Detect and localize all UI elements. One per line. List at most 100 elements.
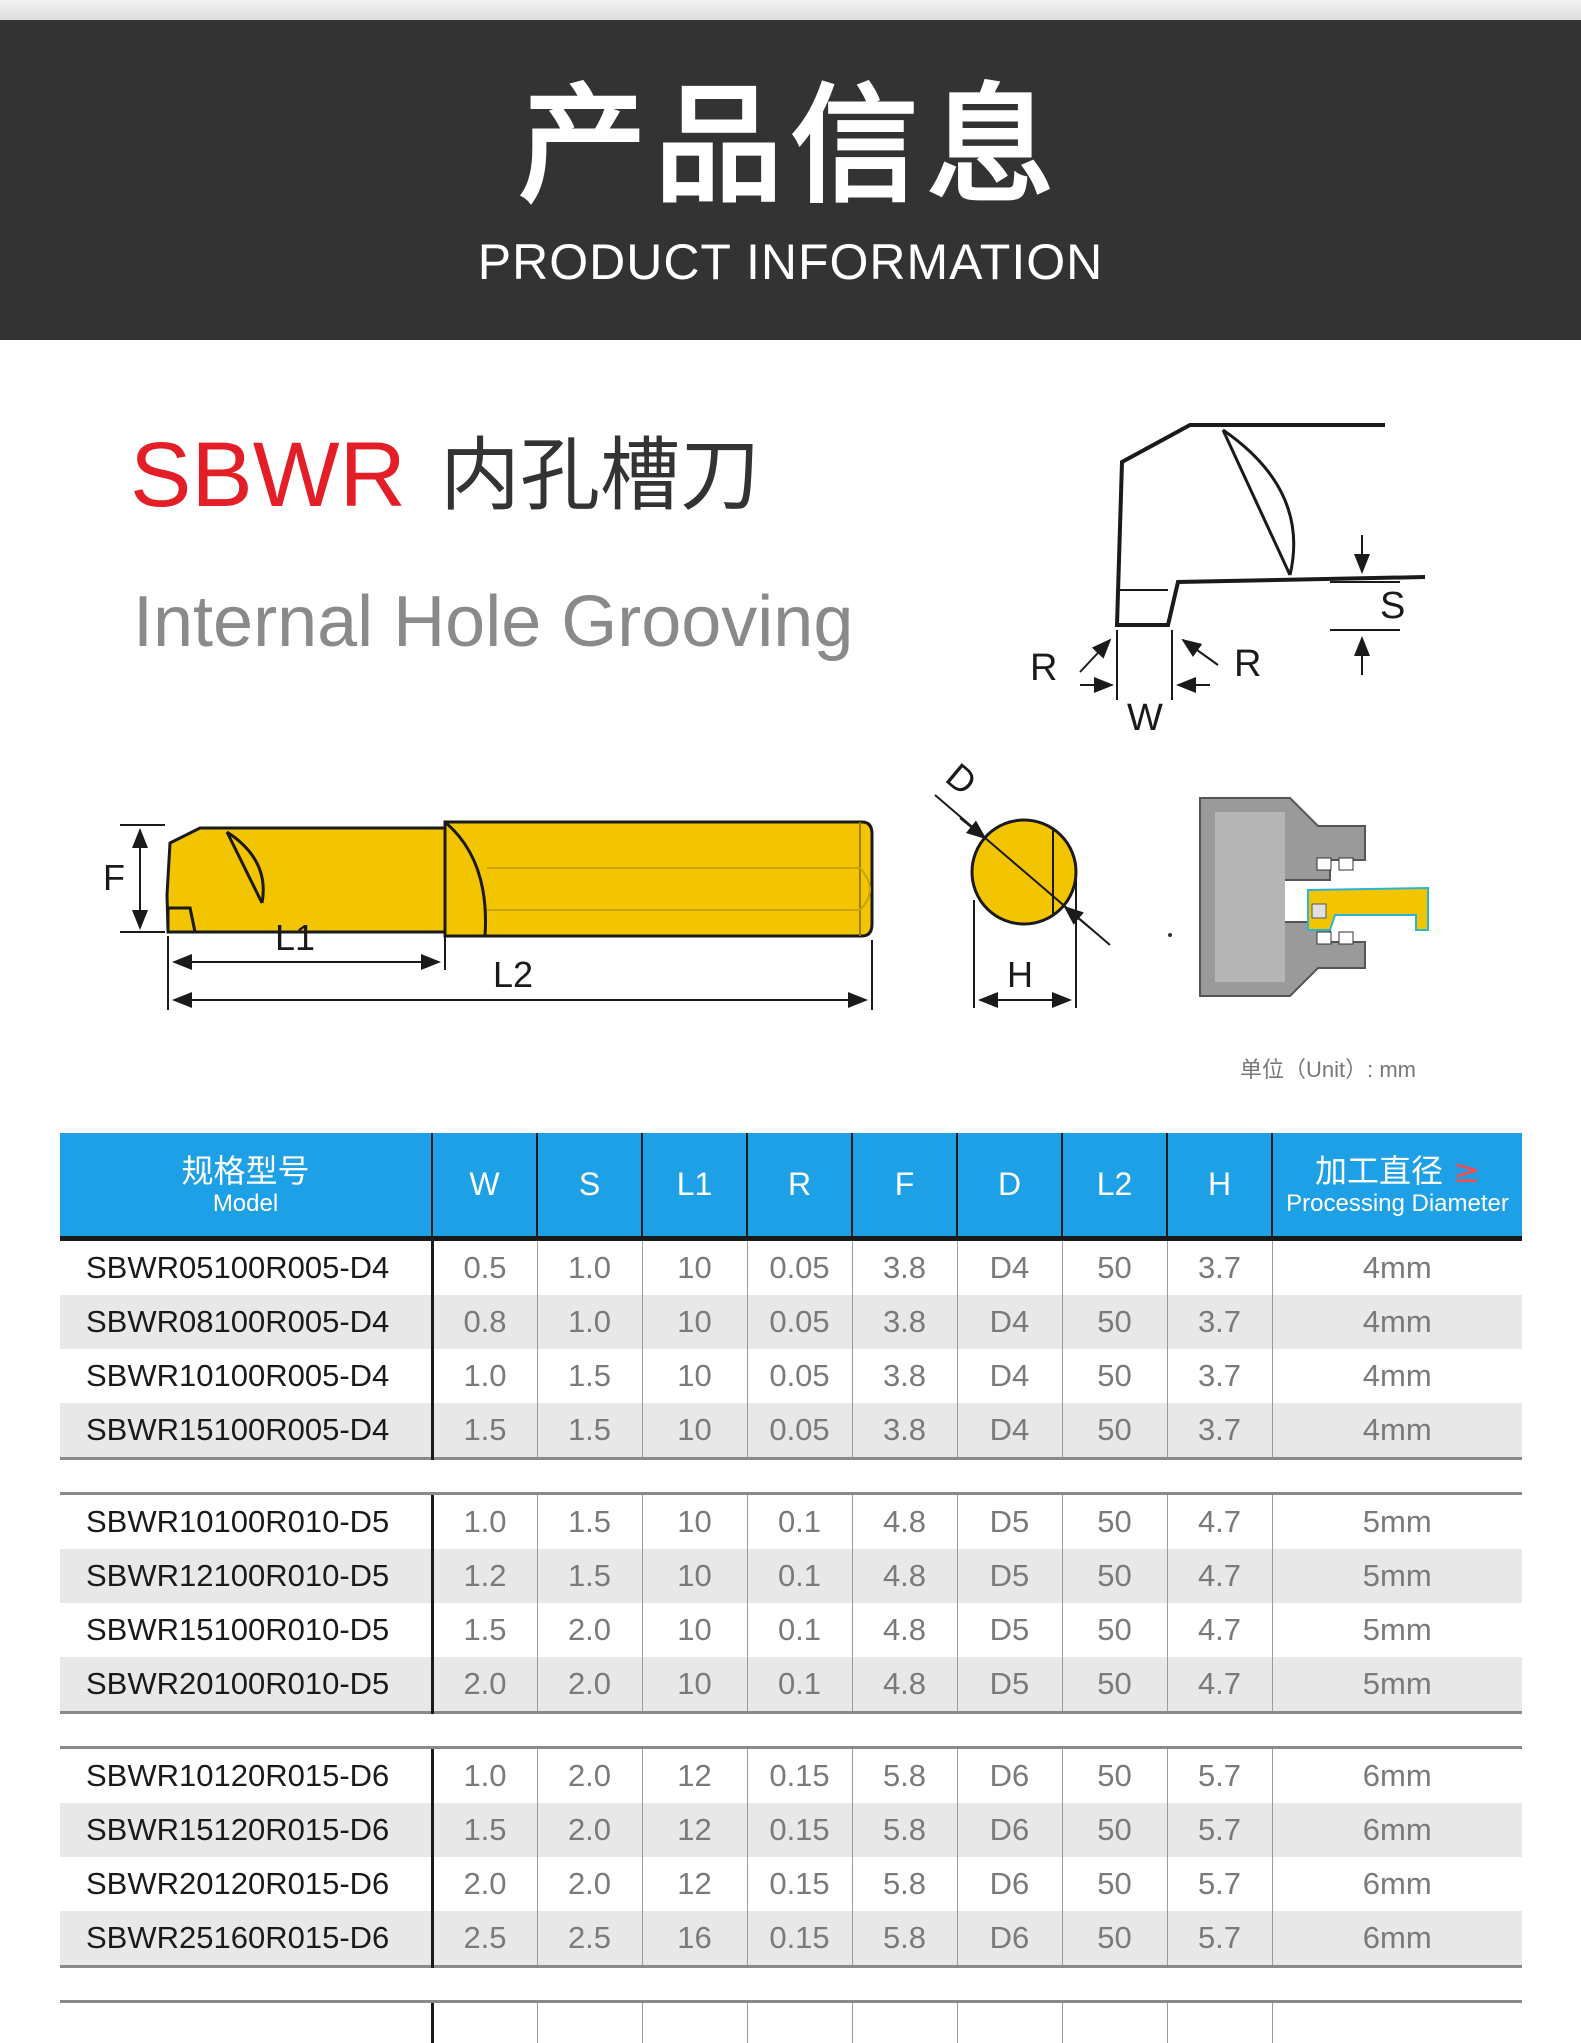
value-cell: 0.05	[747, 1239, 852, 1296]
value-cell: 1.5	[537, 1549, 642, 1603]
value-cell: 5mm	[1272, 1549, 1522, 1603]
value-cell: 10	[642, 1349, 747, 1403]
value-cell: 4mm	[1272, 1349, 1522, 1403]
value-cell: 6mm	[1272, 1911, 1522, 1967]
value-cell: 10	[642, 1403, 747, 1459]
value-cell: 0.05	[747, 1349, 852, 1403]
model-cell: SBWR10100R005-D4	[60, 1349, 432, 1403]
value-cell: D6	[957, 1748, 1062, 1804]
value-cell: 50	[1062, 1803, 1167, 1857]
model-cell: SBWR15100R005-D4	[60, 1403, 432, 1459]
value-cell: 3.7	[1167, 1239, 1272, 1296]
value-cell: 2.5	[432, 1911, 537, 1967]
value-cell: 1.0	[432, 1494, 537, 1550]
value-cell: 0.1	[747, 1603, 852, 1657]
value-cell: D6	[957, 1857, 1062, 1911]
label-r-right: R	[1234, 643, 1261, 685]
value-cell: 12	[642, 1748, 747, 1804]
value-cell: 3.8	[852, 1349, 957, 1403]
model-cell: SBWR20100R010-D5	[60, 1657, 432, 1713]
value-cell: 10	[642, 1603, 747, 1657]
value-cell: 50	[1062, 1239, 1167, 1296]
value-cell: 1.5	[432, 1403, 537, 1459]
value-cell: 1.5	[537, 1403, 642, 1459]
value-cell: 3.7	[1167, 1403, 1272, 1459]
value-cell: 2.0	[537, 1748, 642, 1804]
value-cell: D4	[957, 1403, 1062, 1459]
value-cell: D6	[957, 1911, 1062, 1967]
value-cell: 4.8	[852, 1549, 957, 1603]
col-h: H	[1167, 1133, 1272, 1239]
model-cell: SBWR10100R010-D5	[60, 1494, 432, 1550]
value-cell: 1.2	[432, 1549, 537, 1603]
spec-table: 规格型号 Model W S L1 R F D L2 H 加工直径 ≥ Proc…	[60, 1133, 1522, 2043]
table-header-row: 规格型号 Model W S L1 R F D L2 H 加工直径 ≥ Proc…	[60, 1133, 1522, 1239]
model-cell: SBWR25160R015-D6	[60, 1911, 432, 1967]
group-separator	[60, 1713, 1522, 1748]
value-cell: 4mm	[1272, 1295, 1522, 1349]
label-r-left: R	[1030, 647, 1057, 689]
model-cell: SBWR20120R015-D6	[60, 1857, 432, 1911]
value-cell: 1.5	[537, 1494, 642, 1550]
value-cell: 0.5	[432, 1239, 537, 1296]
value-cell: 0.15	[747, 1857, 852, 1911]
value-cell: 2.0	[537, 1857, 642, 1911]
value-cell: 2.5	[537, 1911, 642, 1967]
col-s: S	[537, 1133, 642, 1239]
model-cell: SBWR10120R015-D6	[60, 1748, 432, 1804]
model-cell: SBWR15120R015-D6	[60, 1803, 432, 1857]
value-cell: D4	[957, 1349, 1062, 1403]
workpiece-diagram	[1168, 798, 1428, 996]
value-cell: D5	[957, 1603, 1062, 1657]
value-cell: 16	[642, 1911, 747, 1967]
value-cell: 5mm	[1272, 1657, 1522, 1713]
value-cell: 4.7	[1167, 1657, 1272, 1713]
label-w: W	[1127, 697, 1163, 739]
value-cell: 2.0	[537, 1603, 642, 1657]
tool-diagrams: S R R W F L1 L2 D H	[0, 0, 1581, 1100]
value-cell: 1.0	[432, 1748, 537, 1804]
value-cell: 3.8	[852, 1403, 957, 1459]
value-cell: 6mm	[1272, 1857, 1522, 1911]
label-d: D	[938, 755, 984, 803]
col-r: R	[747, 1133, 852, 1239]
value-cell: 4mm	[1272, 1239, 1522, 1296]
value-cell: 2.0	[537, 1657, 642, 1713]
value-cell: D6	[957, 1803, 1062, 1857]
value-cell: 50	[1062, 1603, 1167, 1657]
value-cell: 4.8	[852, 1657, 957, 1713]
value-cell: 10	[642, 1239, 747, 1296]
col-f: F	[852, 1133, 957, 1239]
table-row-partial	[60, 2002, 1522, 2043]
value-cell: 4.8	[852, 1603, 957, 1657]
value-cell: 50	[1062, 1403, 1167, 1459]
value-cell: 5.8	[852, 1748, 957, 1804]
unit-note: 单位（Unit）: mm	[1240, 1052, 1416, 1084]
value-cell: 3.8	[852, 1239, 957, 1296]
value-cell: 4.7	[1167, 1494, 1272, 1550]
value-cell: D4	[957, 1239, 1062, 1296]
value-cell: 10	[642, 1657, 747, 1713]
model-cell: SBWR12100R010-D5	[60, 1549, 432, 1603]
group-separator	[60, 1459, 1522, 1494]
value-cell: 5mm	[1272, 1494, 1522, 1550]
value-cell: 1.0	[537, 1295, 642, 1349]
value-cell: 12	[642, 1803, 747, 1857]
value-cell: 0.1	[747, 1657, 852, 1713]
value-cell: 1.0	[432, 1349, 537, 1403]
value-cell: 5.8	[852, 1857, 957, 1911]
value-cell: 3.8	[852, 1295, 957, 1349]
value-cell: 4.7	[1167, 1549, 1272, 1603]
value-cell: 0.05	[747, 1295, 852, 1349]
value-cell: 2.0	[432, 1657, 537, 1713]
